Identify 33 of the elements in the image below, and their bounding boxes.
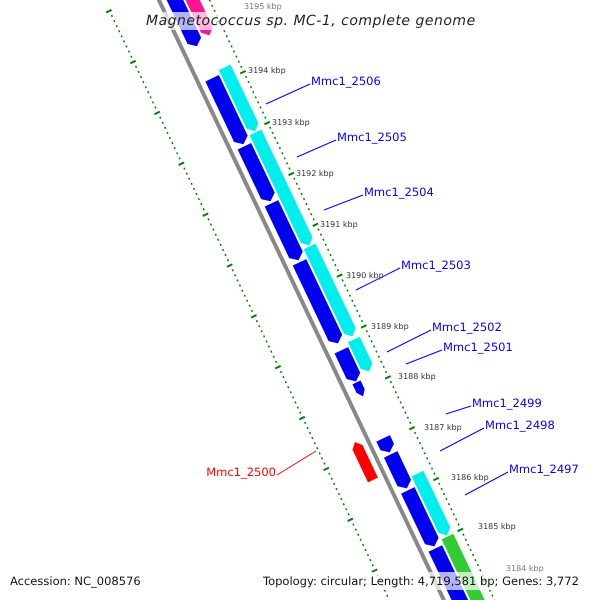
scale-label: 3190 kbp <box>346 271 384 281</box>
gene-label: Mmc1_2502 <box>432 320 502 334</box>
footer-text: Topology: circular; Length: 4,719,581 bp; Genes: 3,772 <box>262 572 580 590</box>
scale-label: 3195 kbp <box>244 2 282 12</box>
gene-label: Mmc1_2499 <box>472 396 542 410</box>
leader-line <box>276 450 316 476</box>
scale-label: 3185 kbp <box>478 522 516 532</box>
scale-label: 3194 kbp <box>248 66 286 76</box>
gene-label: Mmc1_2506 <box>311 74 381 88</box>
scale-label: 3192 kbp <box>296 169 334 179</box>
gene-label: Mmc1_2497 <box>509 462 579 476</box>
leader-line <box>440 428 484 452</box>
leader-line <box>406 350 442 364</box>
gene-label: Mmc1_2501 <box>443 340 513 354</box>
gene-label: Mmc1_2503 <box>401 258 471 272</box>
gene-label: Mmc1_2500 <box>206 465 276 479</box>
scale-label: 3187 kbp <box>424 423 462 433</box>
gene-label: Mmc1_2504 <box>364 185 434 199</box>
leader-line <box>356 268 400 290</box>
scale-label: 3184 kbp <box>506 564 544 574</box>
scale-label: 3193 kbp <box>272 118 310 128</box>
leader-line <box>324 194 364 210</box>
scale-label: 3189 kbp <box>371 322 409 332</box>
leader-line <box>446 406 472 414</box>
leader-line <box>266 84 310 104</box>
scale-label: 3188 kbp <box>398 372 436 382</box>
scale-label: 3186 kbp <box>451 473 489 483</box>
leader-line <box>296 140 336 158</box>
gene-label: Mmc1_2505 <box>337 130 407 144</box>
leader-line <box>464 472 508 496</box>
gene-label: Mmc1_2498 <box>485 418 555 432</box>
leader-line <box>386 330 432 352</box>
scale-label: 3191 kbp <box>320 220 358 230</box>
